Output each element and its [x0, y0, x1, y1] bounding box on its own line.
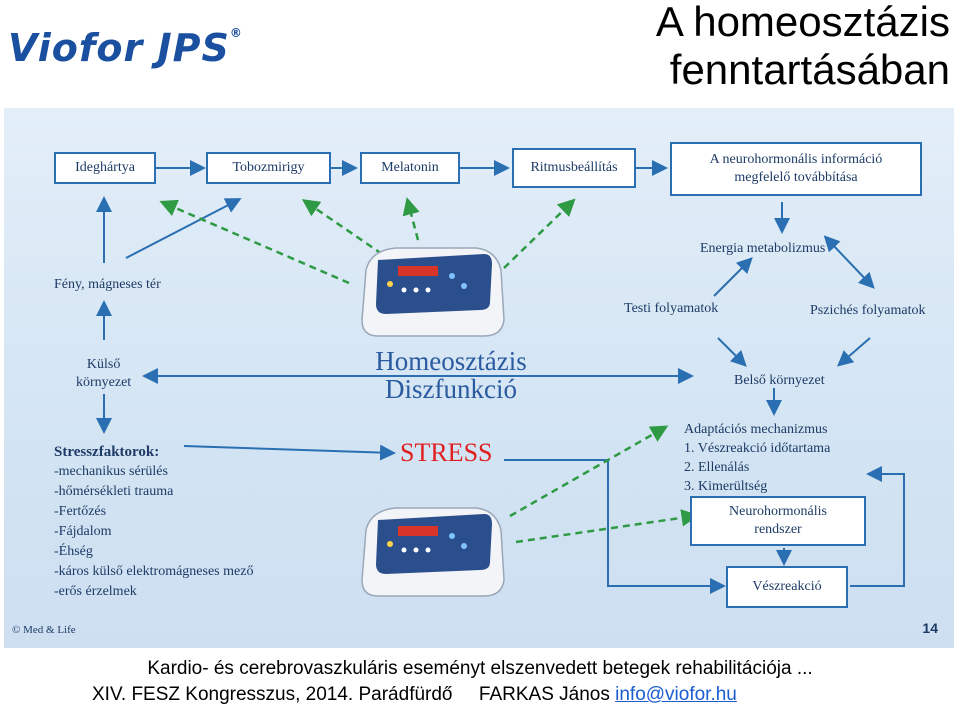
box-veszreakcio: Vészreakció	[726, 566, 848, 608]
stressor-item: -Fertőzés	[54, 504, 107, 519]
arrow-stressors-stress	[183, 444, 396, 461]
arrow-stress-veszreakcio	[607, 460, 726, 594]
copyright-text: © Med & Life	[12, 624, 76, 636]
logo-text: Viofor JPS	[8, 26, 230, 70]
arrow-testi-belso	[717, 337, 747, 367]
label-energia: Energia metabolizmus	[700, 241, 826, 256]
stressor-item: -Fájdalom	[54, 524, 112, 539]
box-ideghartya: Ideghártya	[54, 152, 156, 184]
green-arrow-device-melatonin-2	[402, 197, 420, 241]
footer-email-link[interactable]: info@viofor.hu	[615, 684, 737, 705]
label-feny: Fény, mágneses tér	[54, 277, 161, 292]
footer-line-2: XIV. FESZ Kongresszus, 2014. Parádfürdő …	[92, 684, 737, 706]
neurohorm-line-1: Neurohormonális	[729, 504, 827, 519]
green-arrow-device-neurohorm	[515, 509, 699, 544]
label-kulso-kornyezet: Külső környezet	[76, 356, 131, 392]
slide-title: A homeosztázis fenntartásában	[656, 0, 950, 94]
box-melatonin: Melatonin	[360, 152, 460, 184]
stressor-heading: Stresszfaktorok:	[54, 444, 160, 460]
green-arrow-device-ritmus	[503, 198, 576, 269]
arrow-testi-energia	[713, 257, 753, 297]
neuro-info-line-2: megfelelő továbbítása	[734, 170, 858, 185]
footer-congress-text: XIV. FESZ Kongresszus, 2014. Parádfürdő …	[92, 684, 616, 705]
adaptation-heading: Adaptációs mechanizmus	[684, 422, 828, 437]
stress-label: STRESS	[400, 438, 493, 467]
title-line-1: A homeosztázis	[655, 0, 950, 45]
stressor-item: -káros külső elektromágneses mező	[54, 564, 254, 579]
adaptation-item: 2. Ellenálás	[684, 460, 750, 475]
arrow-psziches-belso	[836, 337, 871, 367]
label-testi: Testi folyamatok	[624, 301, 719, 316]
diagram-panel: Ideghártya Tobozmirigy Melatonin Ritmusb…	[4, 108, 954, 648]
viofor-logo: Viofor JPS®	[8, 26, 243, 70]
stressor-item: -erős érzelmek	[54, 584, 137, 599]
label-belso: Belső környezet	[734, 373, 825, 388]
stressor-list: Stresszfaktorok: -mechanikus sérülés -hő…	[54, 442, 253, 602]
box-neuro-informacio: A neurohormonális információ megfelelő t…	[670, 142, 922, 196]
viofor-device-top	[361, 247, 505, 337]
stressor-item: -hőmérsékleti trauma	[54, 484, 174, 499]
box-tobozmirigy: Tobozmirigy	[206, 152, 331, 184]
page-number: 14	[922, 620, 938, 636]
adaptation-list: Adaptációs mechanizmus 1. Vészreakció id…	[684, 420, 830, 496]
kulso-line-1: Külső	[86, 357, 121, 372]
box-ritmusbeallitas: Ritmusbeállítás	[512, 148, 636, 188]
arrow-vesz-adapt-loop	[850, 466, 905, 587]
arrow-energia-psziches	[823, 235, 875, 289]
neurohorm-line-2: rendszer	[754, 522, 802, 537]
green-arrow-device-melatonin	[301, 199, 383, 256]
footer-line-1: Kardio- és cerebrovaszkuláris eseményt e…	[147, 658, 813, 679]
adaptation-item: 3. Kimerültség	[684, 479, 768, 494]
arrow-layer	[96, 160, 905, 594]
center-diszfunkcio: Diszfunkció	[385, 374, 517, 404]
registered-icon: ®	[229, 26, 243, 40]
center-homeosztazis: Homeosztázis	[375, 346, 527, 376]
kulso-line-2: környezet	[76, 375, 132, 390]
green-arrow-device-adapt	[509, 425, 669, 518]
box-neurohormonalis-rendszer: Neurohormonális rendszer	[690, 496, 866, 546]
stressor-item: -Éhség	[54, 544, 93, 559]
viofor-device-bottom	[361, 507, 505, 597]
neuro-info-line-1: A neurohormonális információ	[709, 152, 883, 167]
label-psziches: Pszichés folyamatok	[810, 303, 926, 318]
stressor-item: -mechanikus sérülés	[54, 464, 168, 479]
title-line-2: fenntartásában	[669, 46, 950, 93]
green-arrow-device-tobozmirigy	[159, 199, 350, 285]
adaptation-item: 1. Vészreakció időtartama	[684, 441, 831, 456]
arrow-feny-tobozmirigy	[125, 198, 242, 259]
